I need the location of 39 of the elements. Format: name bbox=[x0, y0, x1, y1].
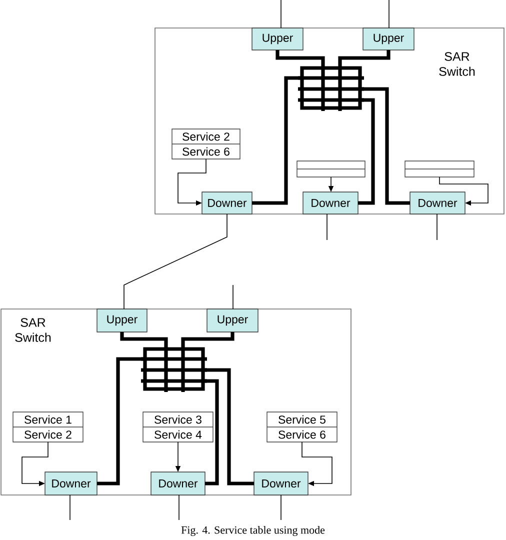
port-box: Upper bbox=[96, 308, 148, 332]
thick-line bbox=[97, 357, 145, 486]
line bbox=[280, 0, 282, 28]
thick-line bbox=[338, 50, 390, 68]
arrow bbox=[439, 176, 488, 206]
port-box: Downer bbox=[302, 192, 358, 214]
port-box: Upper bbox=[362, 28, 414, 50]
line bbox=[326, 214, 328, 240]
service-table: Service 3 Service 4 bbox=[142, 412, 214, 442]
service-table: Service 2 Service 6 bbox=[172, 128, 240, 160]
port-box: Upper bbox=[206, 308, 258, 332]
thick-line bbox=[276, 50, 325, 68]
thick-line bbox=[358, 98, 375, 205]
port-box: Upper bbox=[252, 28, 304, 50]
thick-line bbox=[203, 379, 219, 486]
crossbar-grid bbox=[141, 347, 207, 392]
line bbox=[178, 494, 180, 520]
thick-line bbox=[120, 332, 168, 349]
arrow bbox=[302, 442, 332, 486]
line bbox=[232, 284, 234, 310]
empty-table bbox=[296, 160, 366, 178]
port-box: Downer bbox=[254, 472, 308, 496]
thick-line bbox=[360, 87, 410, 205]
port-box: Downer bbox=[150, 472, 206, 496]
port-box: Downer bbox=[410, 192, 466, 214]
empty-table bbox=[404, 160, 474, 178]
port-box: Downer bbox=[44, 472, 98, 496]
caption: Fig. 4. Service table using mode bbox=[181, 526, 325, 536]
service-table: Service 5 Service 6 bbox=[266, 412, 338, 442]
thick-line bbox=[252, 76, 302, 205]
line bbox=[124, 214, 228, 310]
line bbox=[280, 494, 282, 520]
thick-line bbox=[181, 332, 234, 349]
crossbar-grid bbox=[298, 66, 364, 111]
line bbox=[436, 214, 438, 240]
service-table: Service 1 Service 2 bbox=[12, 412, 84, 442]
thick-line bbox=[203, 368, 254, 486]
line bbox=[388, 0, 390, 28]
port-box: Downer bbox=[202, 192, 252, 214]
